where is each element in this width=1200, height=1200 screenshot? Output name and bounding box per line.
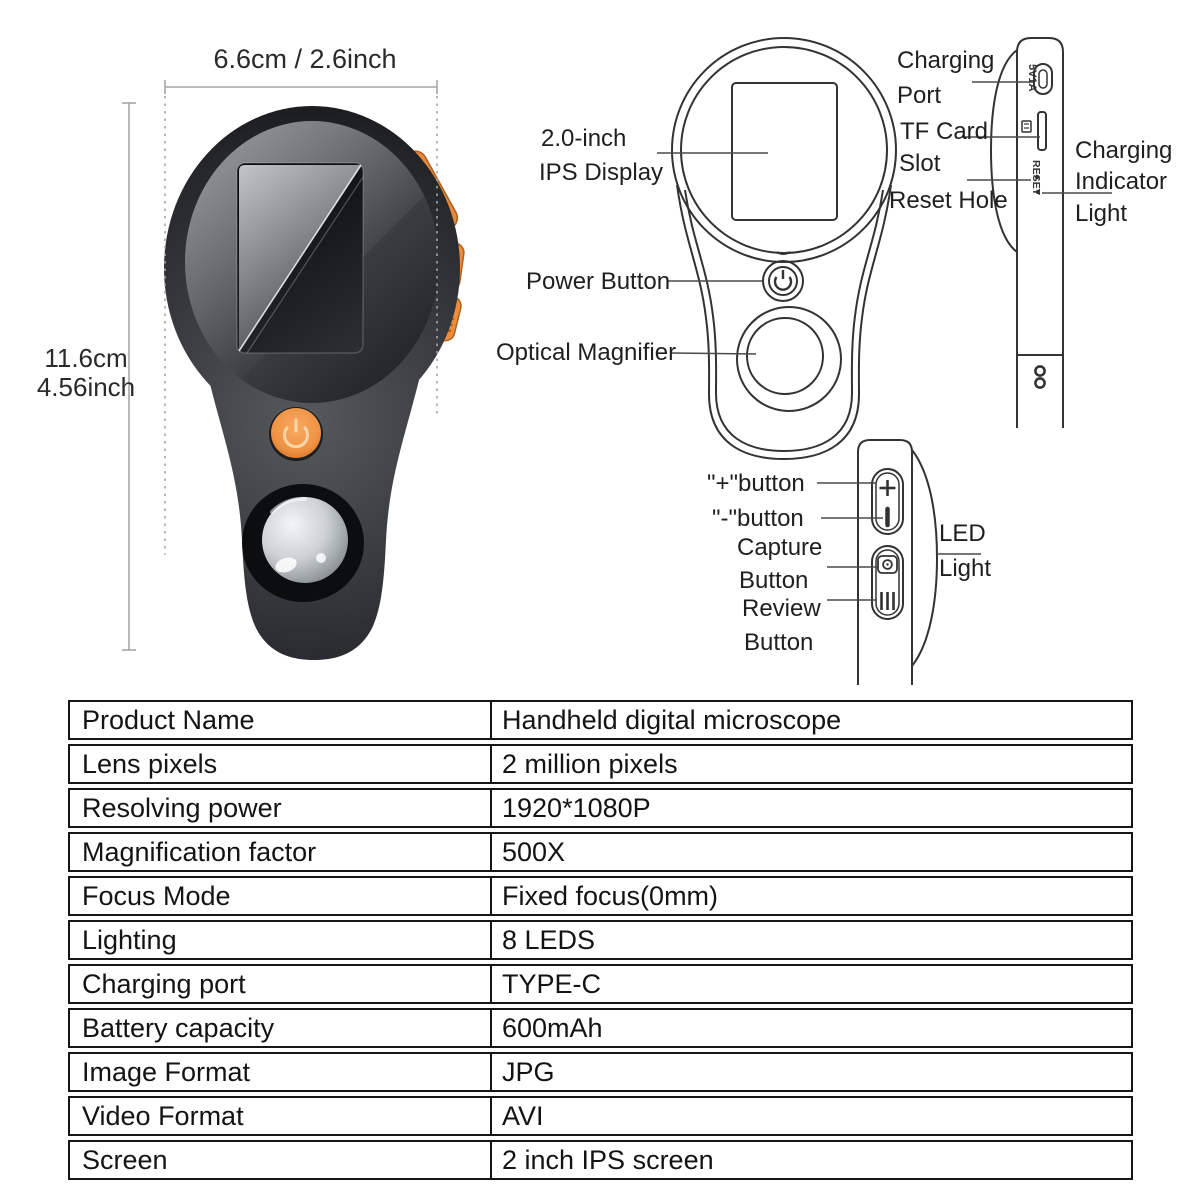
front-view-diagram xyxy=(671,37,897,461)
width-dimension-label: 6.6cm / 2.6inch xyxy=(213,44,397,74)
usb-c-port-icon xyxy=(1033,63,1053,95)
product-photo xyxy=(164,106,465,660)
spec-value: TYPE-C xyxy=(490,966,1131,1002)
front-head-bezel xyxy=(680,46,888,254)
front-power-inner xyxy=(768,266,798,296)
spec-label: Video Format xyxy=(82,1100,244,1131)
power-button-label: Power Button xyxy=(526,268,671,295)
table-row: Charging port TYPE-C xyxy=(68,964,1133,1004)
spec-label: Screen xyxy=(82,1144,168,1175)
table-row: Focus Mode Fixed focus(0mm) xyxy=(68,876,1133,916)
led-light-label-1: LED xyxy=(939,520,986,547)
table-row: Lighting 8 LEDS xyxy=(68,920,1133,960)
spec-value: 2 inch IPS screen xyxy=(490,1142,1131,1178)
left-side-view-diagram xyxy=(857,439,939,685)
spec-label: Battery capacity xyxy=(82,1012,275,1043)
table-row: Magnification factor 500X xyxy=(68,832,1133,872)
tf-card-label-1: TF Card xyxy=(900,118,989,145)
height-dimension-label: 11.6cm 4.56inch xyxy=(36,344,136,402)
side-slab xyxy=(1016,37,1064,428)
spec-label: Resolving power xyxy=(82,792,282,823)
review-button-label-1: Review xyxy=(742,595,821,622)
usb-marking-text: 5V1A xyxy=(1026,64,1038,92)
front-body-outer xyxy=(676,184,892,461)
led-light-label-2: Light xyxy=(939,555,992,582)
led-rings-icon xyxy=(1034,365,1046,389)
zoom-buttons-pill xyxy=(871,468,904,535)
spec-label: Product Name xyxy=(82,704,255,735)
reset-marking-text: RESET xyxy=(1030,160,1042,196)
spec-label: Image Format xyxy=(82,1056,251,1087)
spec-value: 2 million pixels xyxy=(490,746,1131,782)
optical-magnifier-label: Optical Magnifier xyxy=(496,339,677,366)
capture-review-pill xyxy=(871,545,904,620)
table-row: Lens pixels 2 million pixels xyxy=(68,744,1133,784)
spec-value: AVI xyxy=(490,1098,1131,1134)
plus-icon xyxy=(879,480,896,496)
table-row: Video Format AVI xyxy=(68,1096,1133,1136)
tf-card-slot-icon xyxy=(1021,111,1047,151)
spec-table: Product Name Handheld digital microscope… xyxy=(68,700,1133,1180)
table-row: Image Format JPG xyxy=(68,1052,1133,1092)
leader-lines xyxy=(657,81,1112,601)
front-head-outer xyxy=(671,37,897,263)
charging-indicator-label-3: Light xyxy=(1075,200,1128,227)
photo-lens xyxy=(242,484,364,602)
side-head-bulge xyxy=(989,49,1018,253)
plus-button-label: "+"button xyxy=(707,470,805,497)
review-icon xyxy=(880,592,895,610)
height-inch: 4.56inch xyxy=(36,372,136,402)
review-button-label-2: Button xyxy=(744,629,814,656)
spec-value: JPG xyxy=(490,1054,1131,1090)
capture-button-label-2: Button xyxy=(739,567,809,594)
reset-hole-label: Reset Hole xyxy=(889,187,1008,214)
side2-slab xyxy=(857,439,913,685)
spec-label: Focus Mode xyxy=(82,880,231,911)
capture-button-label-1: Capture xyxy=(737,534,823,561)
charging-port-label-2: Port xyxy=(897,82,942,109)
tf-card-label-2: Slot xyxy=(899,150,941,177)
spec-label: Lighting xyxy=(82,924,177,955)
front-power-outer xyxy=(762,260,804,302)
front-body-inner xyxy=(684,189,884,453)
height-cm: 11.6cm xyxy=(44,343,128,373)
front-magnifier-outer xyxy=(736,306,842,412)
device-screen xyxy=(236,162,364,354)
table-row: Screen 2 inch IPS screen xyxy=(68,1140,1133,1180)
power-icon xyxy=(773,270,793,291)
spec-label: Magnification factor xyxy=(82,836,317,867)
photo-power-button xyxy=(269,407,323,461)
table-row: Battery capacity 600mAh xyxy=(68,1008,1133,1048)
right-side-view-diagram: 5V1A RESET xyxy=(989,37,1064,428)
table-row: Resolving power 1920*1080P xyxy=(68,788,1133,828)
charging-indicator-label-2: Indicator xyxy=(1075,168,1168,195)
front-magnifier-inner xyxy=(746,317,824,395)
spec-value: Handheld digital microscope xyxy=(490,702,1131,738)
table-row: Product Name Handheld digital microscope xyxy=(68,700,1133,740)
charging-port-label-1: Charging xyxy=(897,47,995,74)
spec-value: 8 LEDS xyxy=(490,922,1131,958)
charging-indicator-label-1: Charging xyxy=(1075,137,1173,164)
spec-value: 500X xyxy=(490,834,1131,870)
side2-bulge xyxy=(911,449,939,667)
spec-label: Lens pixels xyxy=(82,748,218,779)
ips-display-label-1: 2.0-inch xyxy=(541,125,627,152)
minus-button-label: "-"button xyxy=(712,505,804,532)
front-bezel-notch xyxy=(776,251,791,255)
spec-label: Charging port xyxy=(82,968,246,999)
spec-value: Fixed focus(0mm) xyxy=(490,878,1131,914)
ips-display-label-2: IPS Display xyxy=(539,159,664,186)
capture-icon xyxy=(877,555,898,574)
dimension-lines xyxy=(122,80,438,651)
spec-value: 600mAh xyxy=(490,1010,1131,1046)
front-screen xyxy=(731,82,838,221)
reset-hole-icon xyxy=(1034,174,1041,195)
spec-value: 1920*1080P xyxy=(490,790,1131,826)
